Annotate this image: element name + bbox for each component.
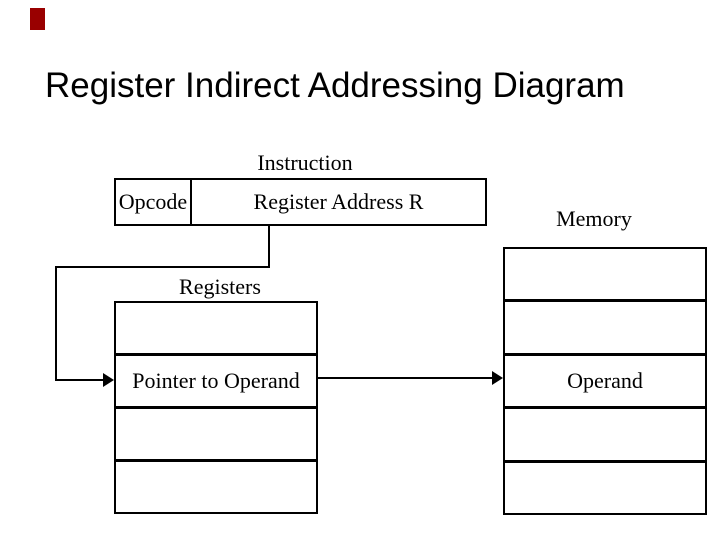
register-row — [116, 303, 316, 356]
slide-title: Register Indirect Addressing Diagram — [45, 66, 625, 105]
registers-table: Pointer to Operand — [114, 301, 318, 514]
registers-caption: Registers — [179, 274, 261, 299]
instruction-box: Opcode Register Address R — [114, 178, 487, 226]
arrowhead-into-memory-icon — [492, 371, 503, 385]
connector-left-vertical-line — [55, 266, 57, 381]
memory-row — [505, 249, 705, 303]
connector-instruction-drop-line — [268, 226, 270, 268]
operand-cell: Operand — [505, 356, 705, 410]
arrowhead-into-registers-icon — [103, 373, 114, 387]
memory-row — [505, 409, 705, 463]
connector-top-horizontal-line — [55, 266, 270, 268]
connector-to-registers-line — [55, 379, 104, 381]
opcode-cell: Opcode — [116, 180, 192, 224]
register-row — [116, 462, 316, 512]
register-row — [116, 409, 316, 462]
memory-row — [505, 302, 705, 356]
memory-caption: Memory — [556, 206, 632, 231]
connector-registers-to-memory-line — [318, 377, 493, 379]
memory-row — [505, 463, 705, 513]
pointer-to-operand-cell: Pointer to Operand — [116, 356, 316, 409]
register-address-cell: Register Address R — [253, 189, 424, 214]
instruction-caption: Instruction — [257, 150, 353, 175]
slide-accent-mark — [30, 8, 45, 30]
memory-table: Operand — [503, 247, 707, 515]
